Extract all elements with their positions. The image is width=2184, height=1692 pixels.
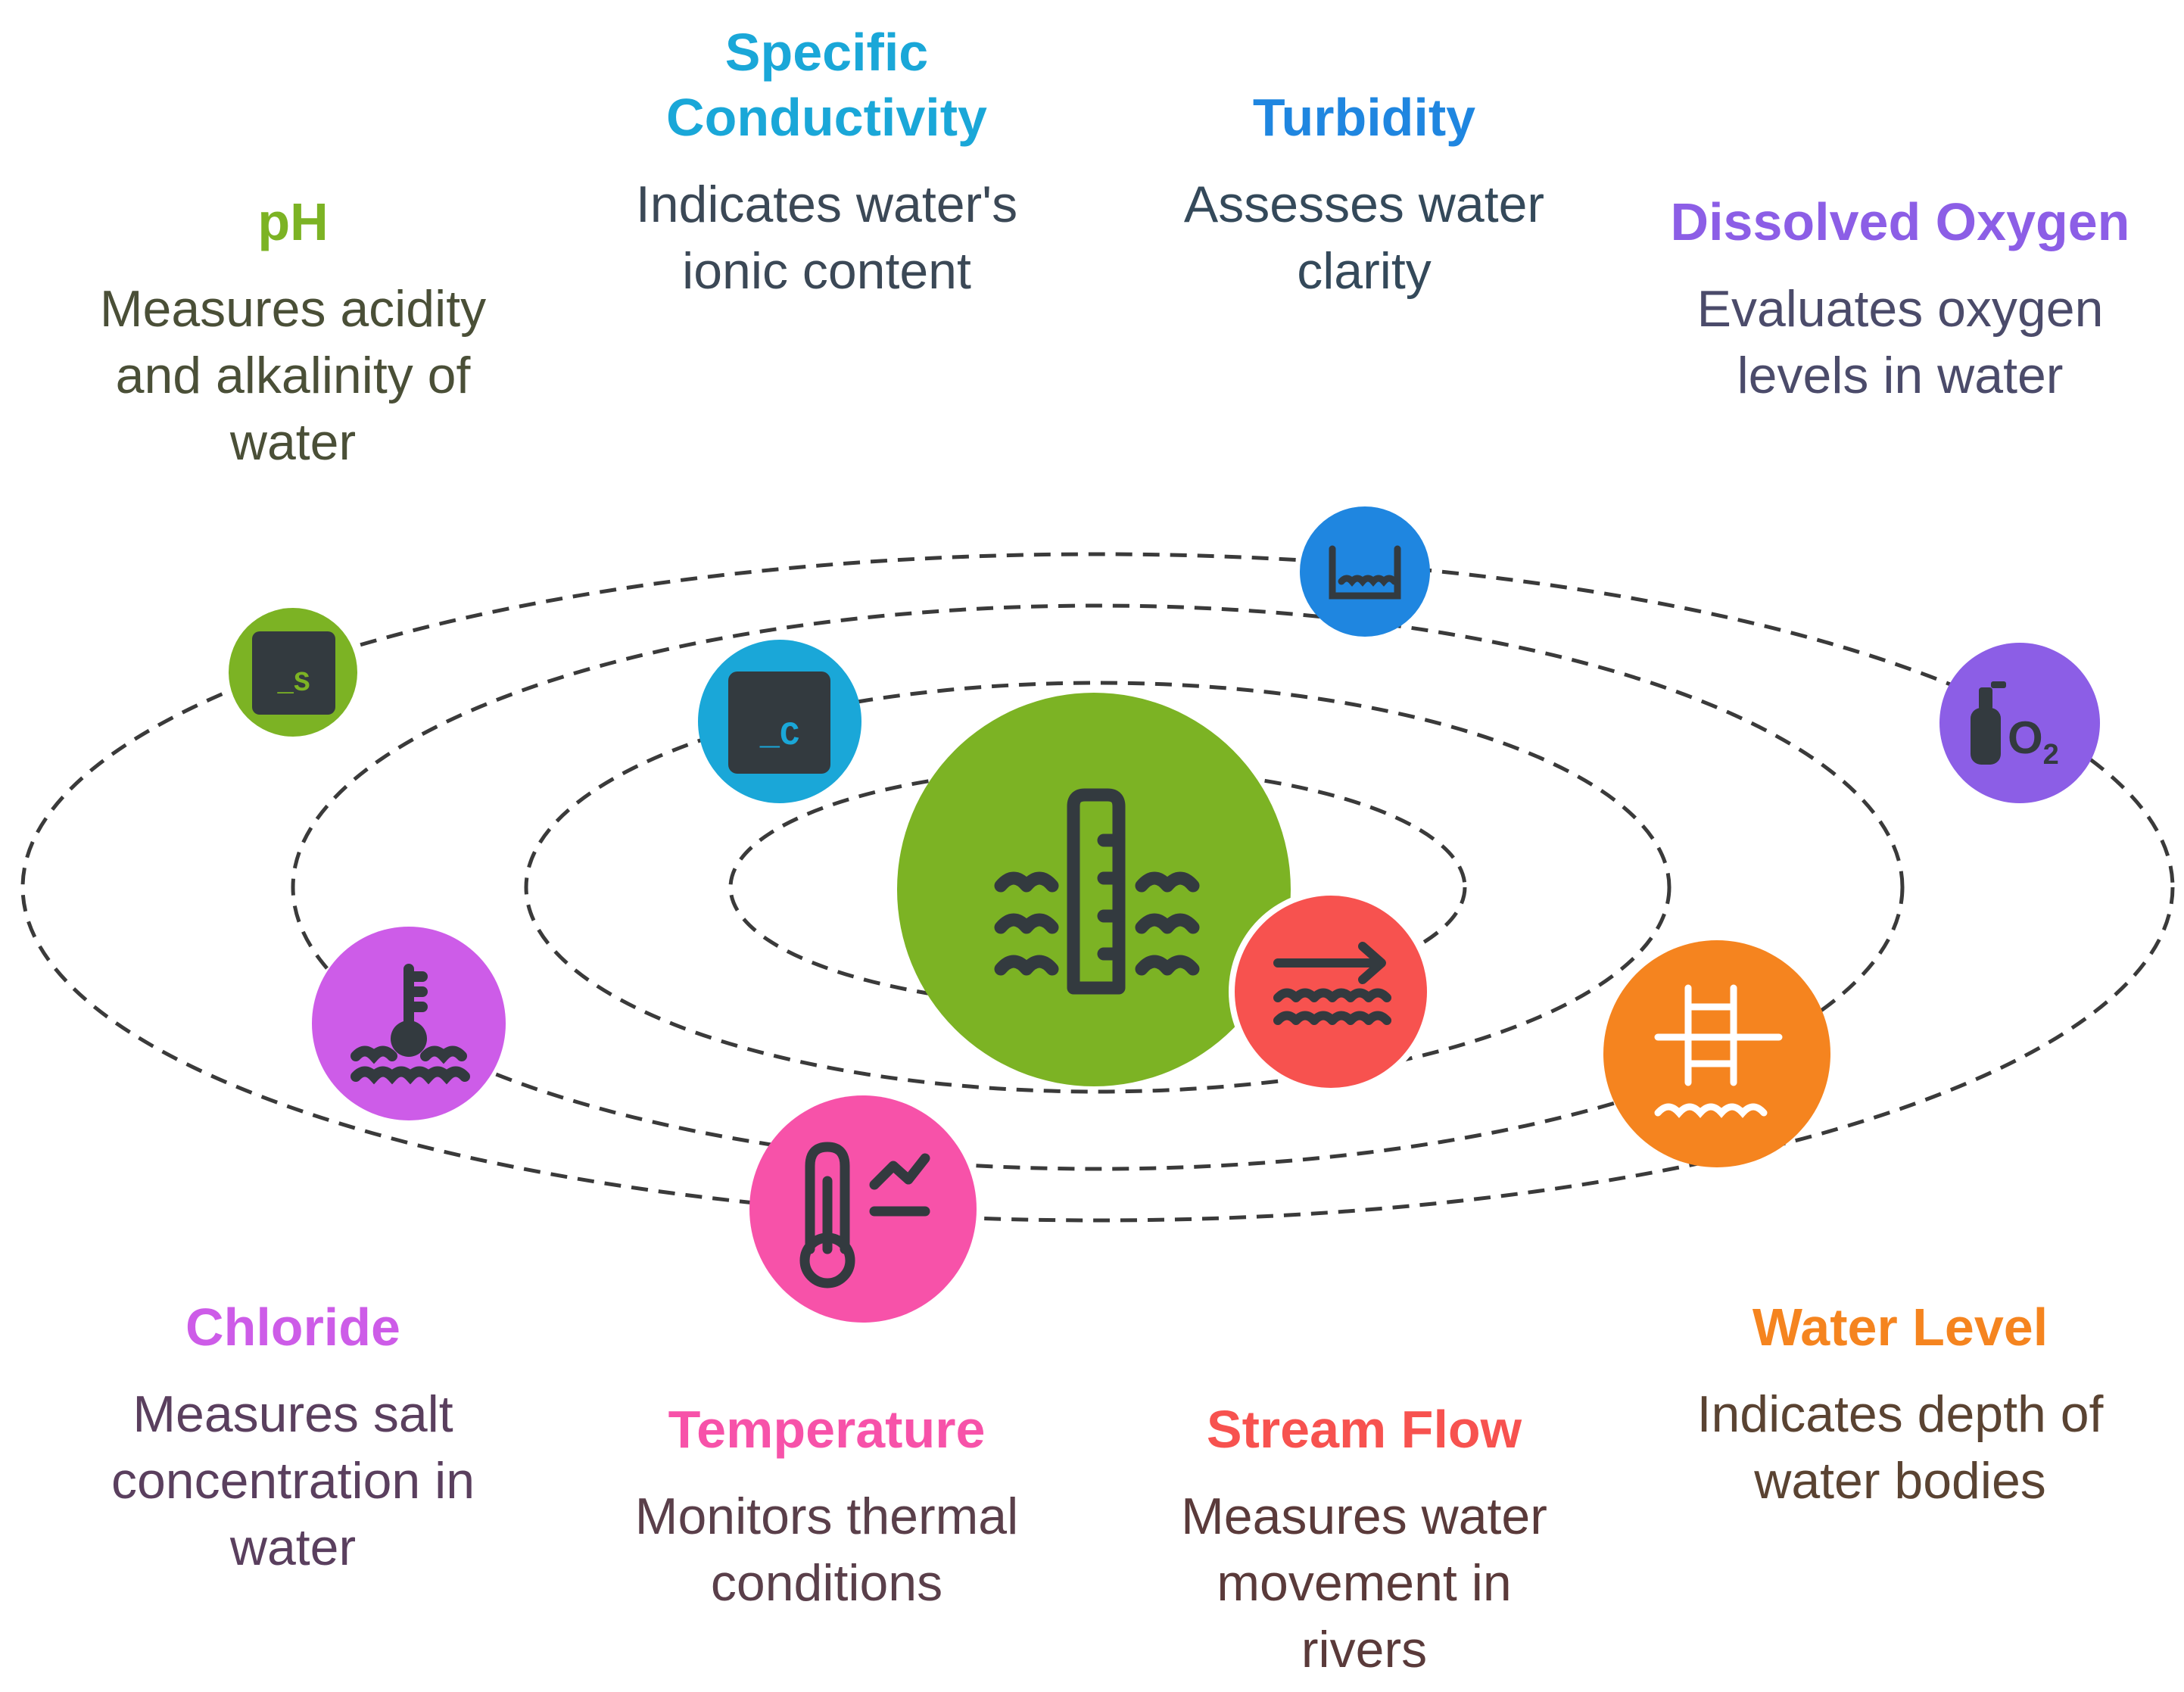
conductivity-meter-icon: _C xyxy=(698,640,861,803)
ph-meter-icon: _S xyxy=(229,608,357,737)
param-title: Specific Conductivity xyxy=(666,23,987,147)
orbit-ring xyxy=(728,765,1467,1009)
orbit-ring xyxy=(20,552,2175,1223)
param-title: pH xyxy=(257,192,329,251)
param-specific-conductivity: Specific Conductivity Indicates water's … xyxy=(592,20,1061,304)
thermometer-trend-icon xyxy=(749,1095,977,1323)
param-description: Indicates water's ionic content xyxy=(635,176,1018,300)
param-description: Indicates depth of water bodies xyxy=(1696,1385,2104,1510)
param-title: Stream Flow xyxy=(1206,1400,1522,1459)
param-description: Measures acidity and alkalinity of water xyxy=(99,280,487,471)
svg-text:_C: _C xyxy=(759,717,800,755)
param-title: Turbidity xyxy=(1252,88,1476,147)
param-title: Temperature xyxy=(668,1400,986,1459)
water-gauge-icon xyxy=(897,693,1291,1086)
param-description: Monitors thermal conditions xyxy=(634,1488,1019,1612)
svg-text:_S: _S xyxy=(276,668,310,699)
water-flow-icon xyxy=(1229,890,1433,1094)
oxygen-tank-icon: O2 xyxy=(1939,643,2100,803)
param-description: Measures water movement in rivers xyxy=(1181,1488,1547,1678)
param-stream-flow: Stream Flow Measures water movement in r… xyxy=(1122,1397,1606,1683)
param-description: Evaluates oxygen levels in water xyxy=(1696,280,2104,404)
param-ph: pH Measures acidity and alkalinity of wa… xyxy=(58,189,528,475)
param-temperature: Temperature Monitors thermal conditions xyxy=(584,1397,1069,1616)
param-turbidity: Turbidity Assesses water clarity xyxy=(1129,85,1599,304)
svg-text:O2: O2 xyxy=(2008,712,2059,771)
water-container-icon xyxy=(1300,506,1430,637)
param-water-level: Water Level Indicates depth of water bod… xyxy=(1658,1295,2142,1514)
param-dissolved-oxygen: Dissolved Oxygen Evaluates oxygen levels… xyxy=(1658,189,2142,409)
orbit-ring xyxy=(291,603,1905,1171)
water-temperature-icon xyxy=(312,927,506,1120)
param-title: Dissolved Oxygen xyxy=(1670,192,2130,251)
pool-ladder-icon xyxy=(1603,940,1830,1167)
param-description: Assesses water clarity xyxy=(1183,176,1545,300)
param-description: Measures salt concentration in water xyxy=(111,1385,475,1576)
param-chloride: Chloride Measures salt concentration in … xyxy=(51,1295,535,1581)
orbit-rings xyxy=(20,552,2175,1223)
orbit-ring xyxy=(524,681,1671,1094)
param-title: Chloride xyxy=(185,1298,400,1357)
param-title: Water Level xyxy=(1752,1298,2048,1357)
